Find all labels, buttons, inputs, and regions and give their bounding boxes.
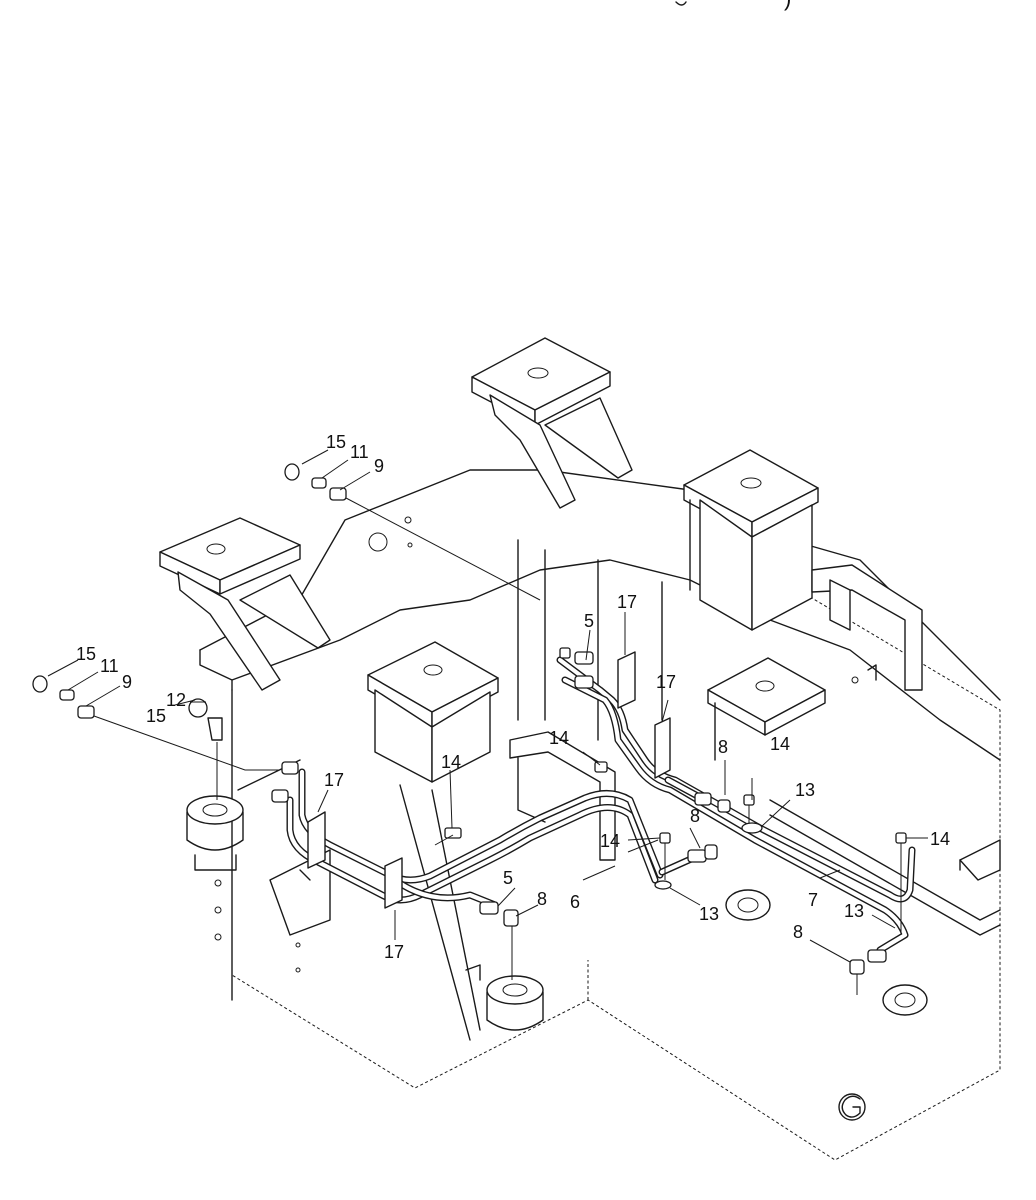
- hydraulic-pipes: [286, 656, 916, 954]
- callout-14-mid: 14: [600, 831, 620, 851]
- callout-17-mid: 17: [656, 672, 676, 692]
- callout-17-lower: 17: [384, 942, 404, 962]
- tee-8-right: [849, 949, 887, 995]
- callout-13-lower: 13: [699, 904, 719, 924]
- pivot-housing-lower: [465, 964, 544, 1031]
- callout-15-mid: 15: [146, 706, 166, 726]
- callout-labels: 15 11 9 15 11 9 12 15 14 17 17 5 8 6 13 …: [76, 432, 950, 962]
- callout-17-left: 17: [324, 770, 344, 790]
- callout-8-upper: 8: [718, 737, 728, 757]
- frame-structure: [159, 337, 1001, 1161]
- callout-8-lower: 8: [537, 889, 547, 909]
- mount-pad-center: [367, 641, 499, 783]
- callout-7: 7: [808, 890, 818, 910]
- callout-9-upper: 9: [374, 456, 384, 476]
- header-fragment: ): [675, 0, 791, 11]
- callout-13-right: 13: [844, 901, 864, 921]
- callout-8-right: 8: [793, 922, 803, 942]
- mount-pad-right: [707, 657, 826, 761]
- adapter-9-upper: [329, 487, 347, 501]
- callout-14-far-right: 14: [930, 829, 950, 849]
- callout-5-lower: 5: [503, 868, 513, 888]
- fittings: [32, 463, 907, 995]
- bracket-far-right: [811, 564, 923, 691]
- callout-13-upper: 13: [795, 780, 815, 800]
- circled-g-icon: [838, 1093, 866, 1121]
- callout-9-left: 9: [122, 672, 132, 692]
- pivot-housing-right: [725, 889, 928, 1016]
- callout-11-upper: 11: [350, 442, 369, 462]
- callout-14-upper: 14: [549, 728, 569, 748]
- callout-8-mid: 8: [690, 806, 700, 826]
- tee-8-left: [503, 909, 519, 980]
- clamp-17-left: [307, 811, 326, 869]
- callout-17-upper: 17: [617, 592, 637, 612]
- callout-12: 12: [166, 690, 186, 710]
- mount-pad-upper-left: [159, 517, 331, 691]
- mount-pad-upper-right: [683, 449, 819, 631]
- callout-14-right: 14: [770, 734, 790, 754]
- pivot-housing-left: [186, 795, 244, 871]
- clamp-17-lower: [384, 857, 403, 909]
- plug-15-upper: [284, 463, 300, 481]
- adapter-9-left: [77, 705, 95, 719]
- callout-6: 6: [570, 892, 580, 912]
- leader-lines: [47, 449, 928, 963]
- mount-pad-upper-center: [471, 337, 633, 509]
- clamp-17-upper: [617, 651, 636, 709]
- header-paren: ): [784, 0, 791, 11]
- callout-15-left: 15: [76, 644, 96, 664]
- callout-5-upper: 5: [584, 611, 594, 631]
- clamp-17-mid: [654, 717, 671, 779]
- callout-15-upper: 15: [326, 432, 346, 452]
- callout-11-left: 11: [100, 656, 119, 676]
- adapter-11-upper: [311, 477, 327, 489]
- adapter-11-left: [59, 689, 75, 701]
- plug-15-left: [32, 675, 48, 693]
- callout-14-center: 14: [441, 752, 461, 772]
- elbow-12: [188, 698, 223, 800]
